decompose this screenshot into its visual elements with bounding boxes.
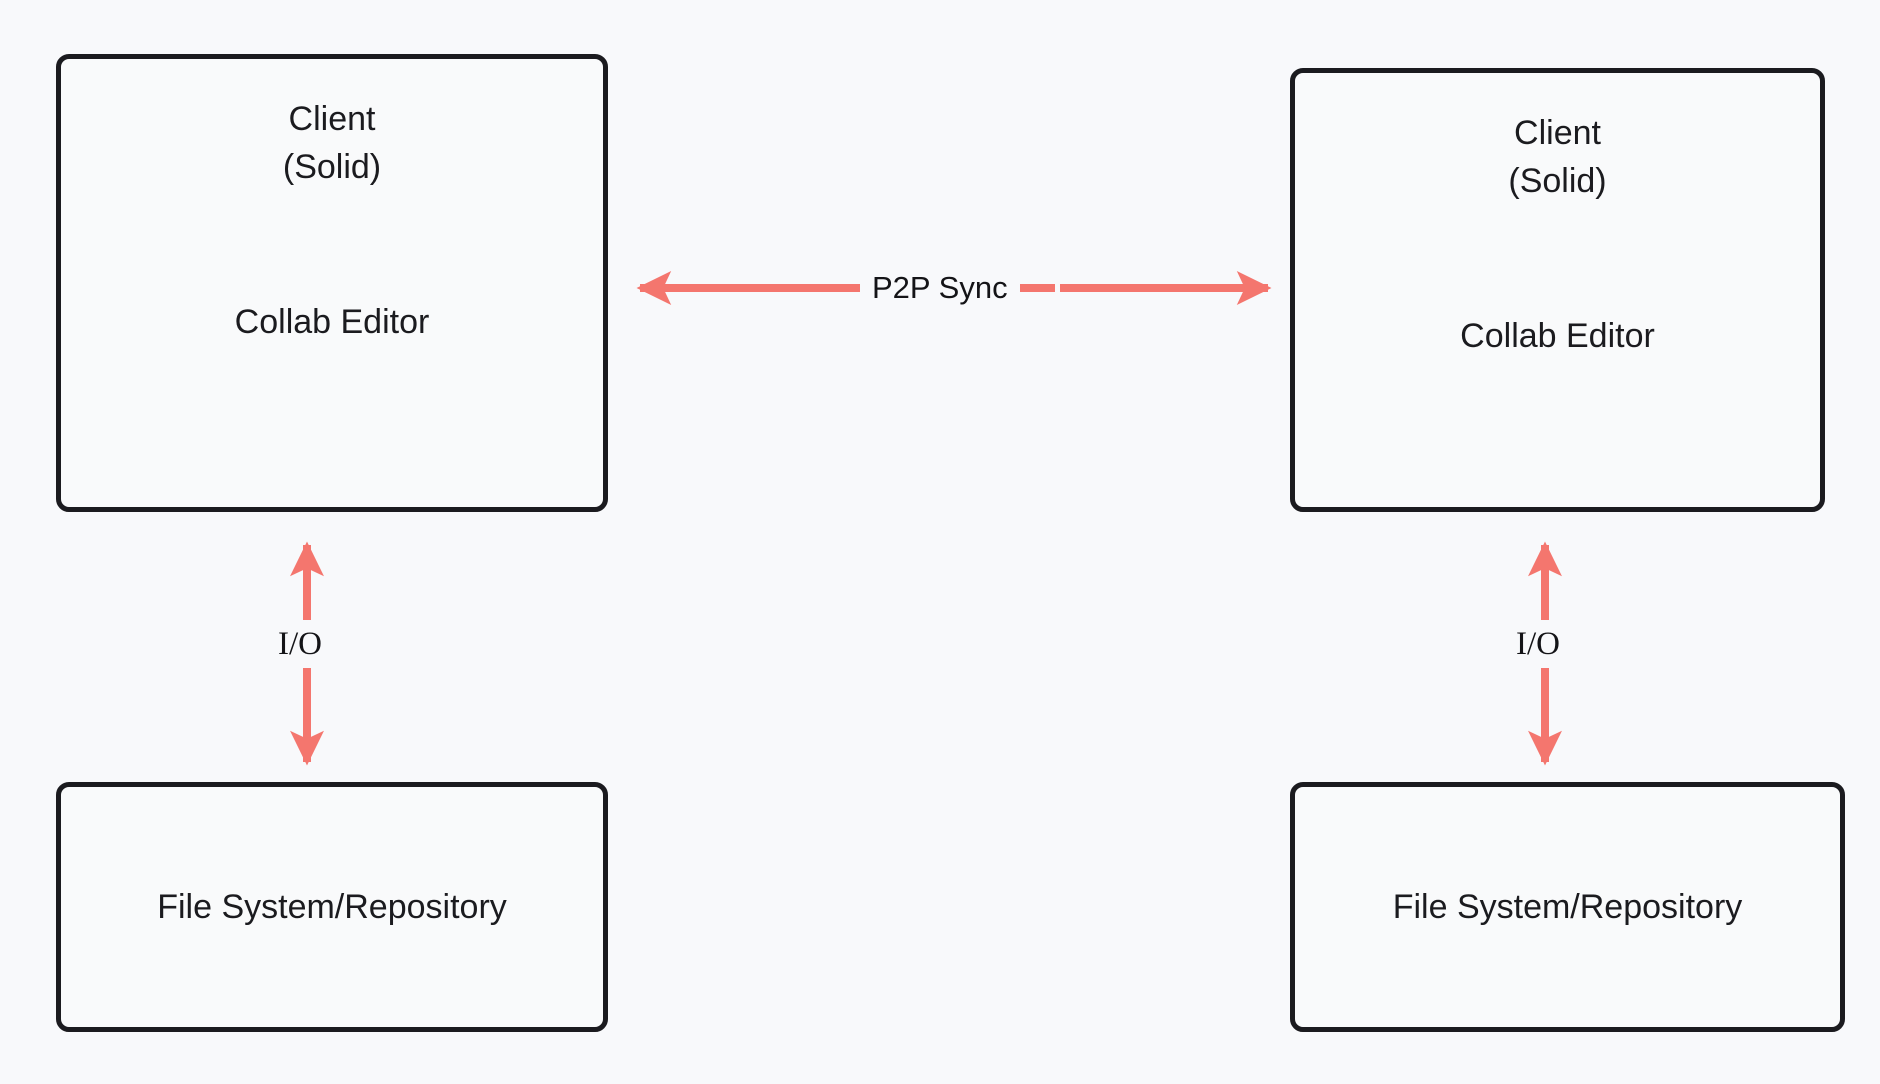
- node-client-left[interactable]: Client (Solid) Collab Editor: [56, 54, 608, 512]
- edge-label-io-right: I/O: [1506, 620, 1570, 668]
- node-client-left-subtitle: Collab Editor: [234, 302, 430, 341]
- node-storage-left-label: File System/Repository: [157, 887, 507, 926]
- node-client-left-title: Client (Solid): [282, 100, 382, 187]
- node-client-right-title: Client (Solid): [1508, 114, 1607, 201]
- edge-label-io-left: I/O: [268, 620, 332, 668]
- node-storage-right[interactable]: File System/Repository: [1290, 782, 1845, 1032]
- node-storage-left[interactable]: File System/Repository: [56, 782, 608, 1032]
- node-storage-right-label: File System/Repository: [1392, 887, 1743, 926]
- node-client-right[interactable]: Client (Solid) Collab Editor: [1290, 68, 1825, 512]
- edge-label-p2p-sync: P2P Sync: [860, 268, 1020, 308]
- node-client-right-subtitle: Collab Editor: [1460, 316, 1655, 355]
